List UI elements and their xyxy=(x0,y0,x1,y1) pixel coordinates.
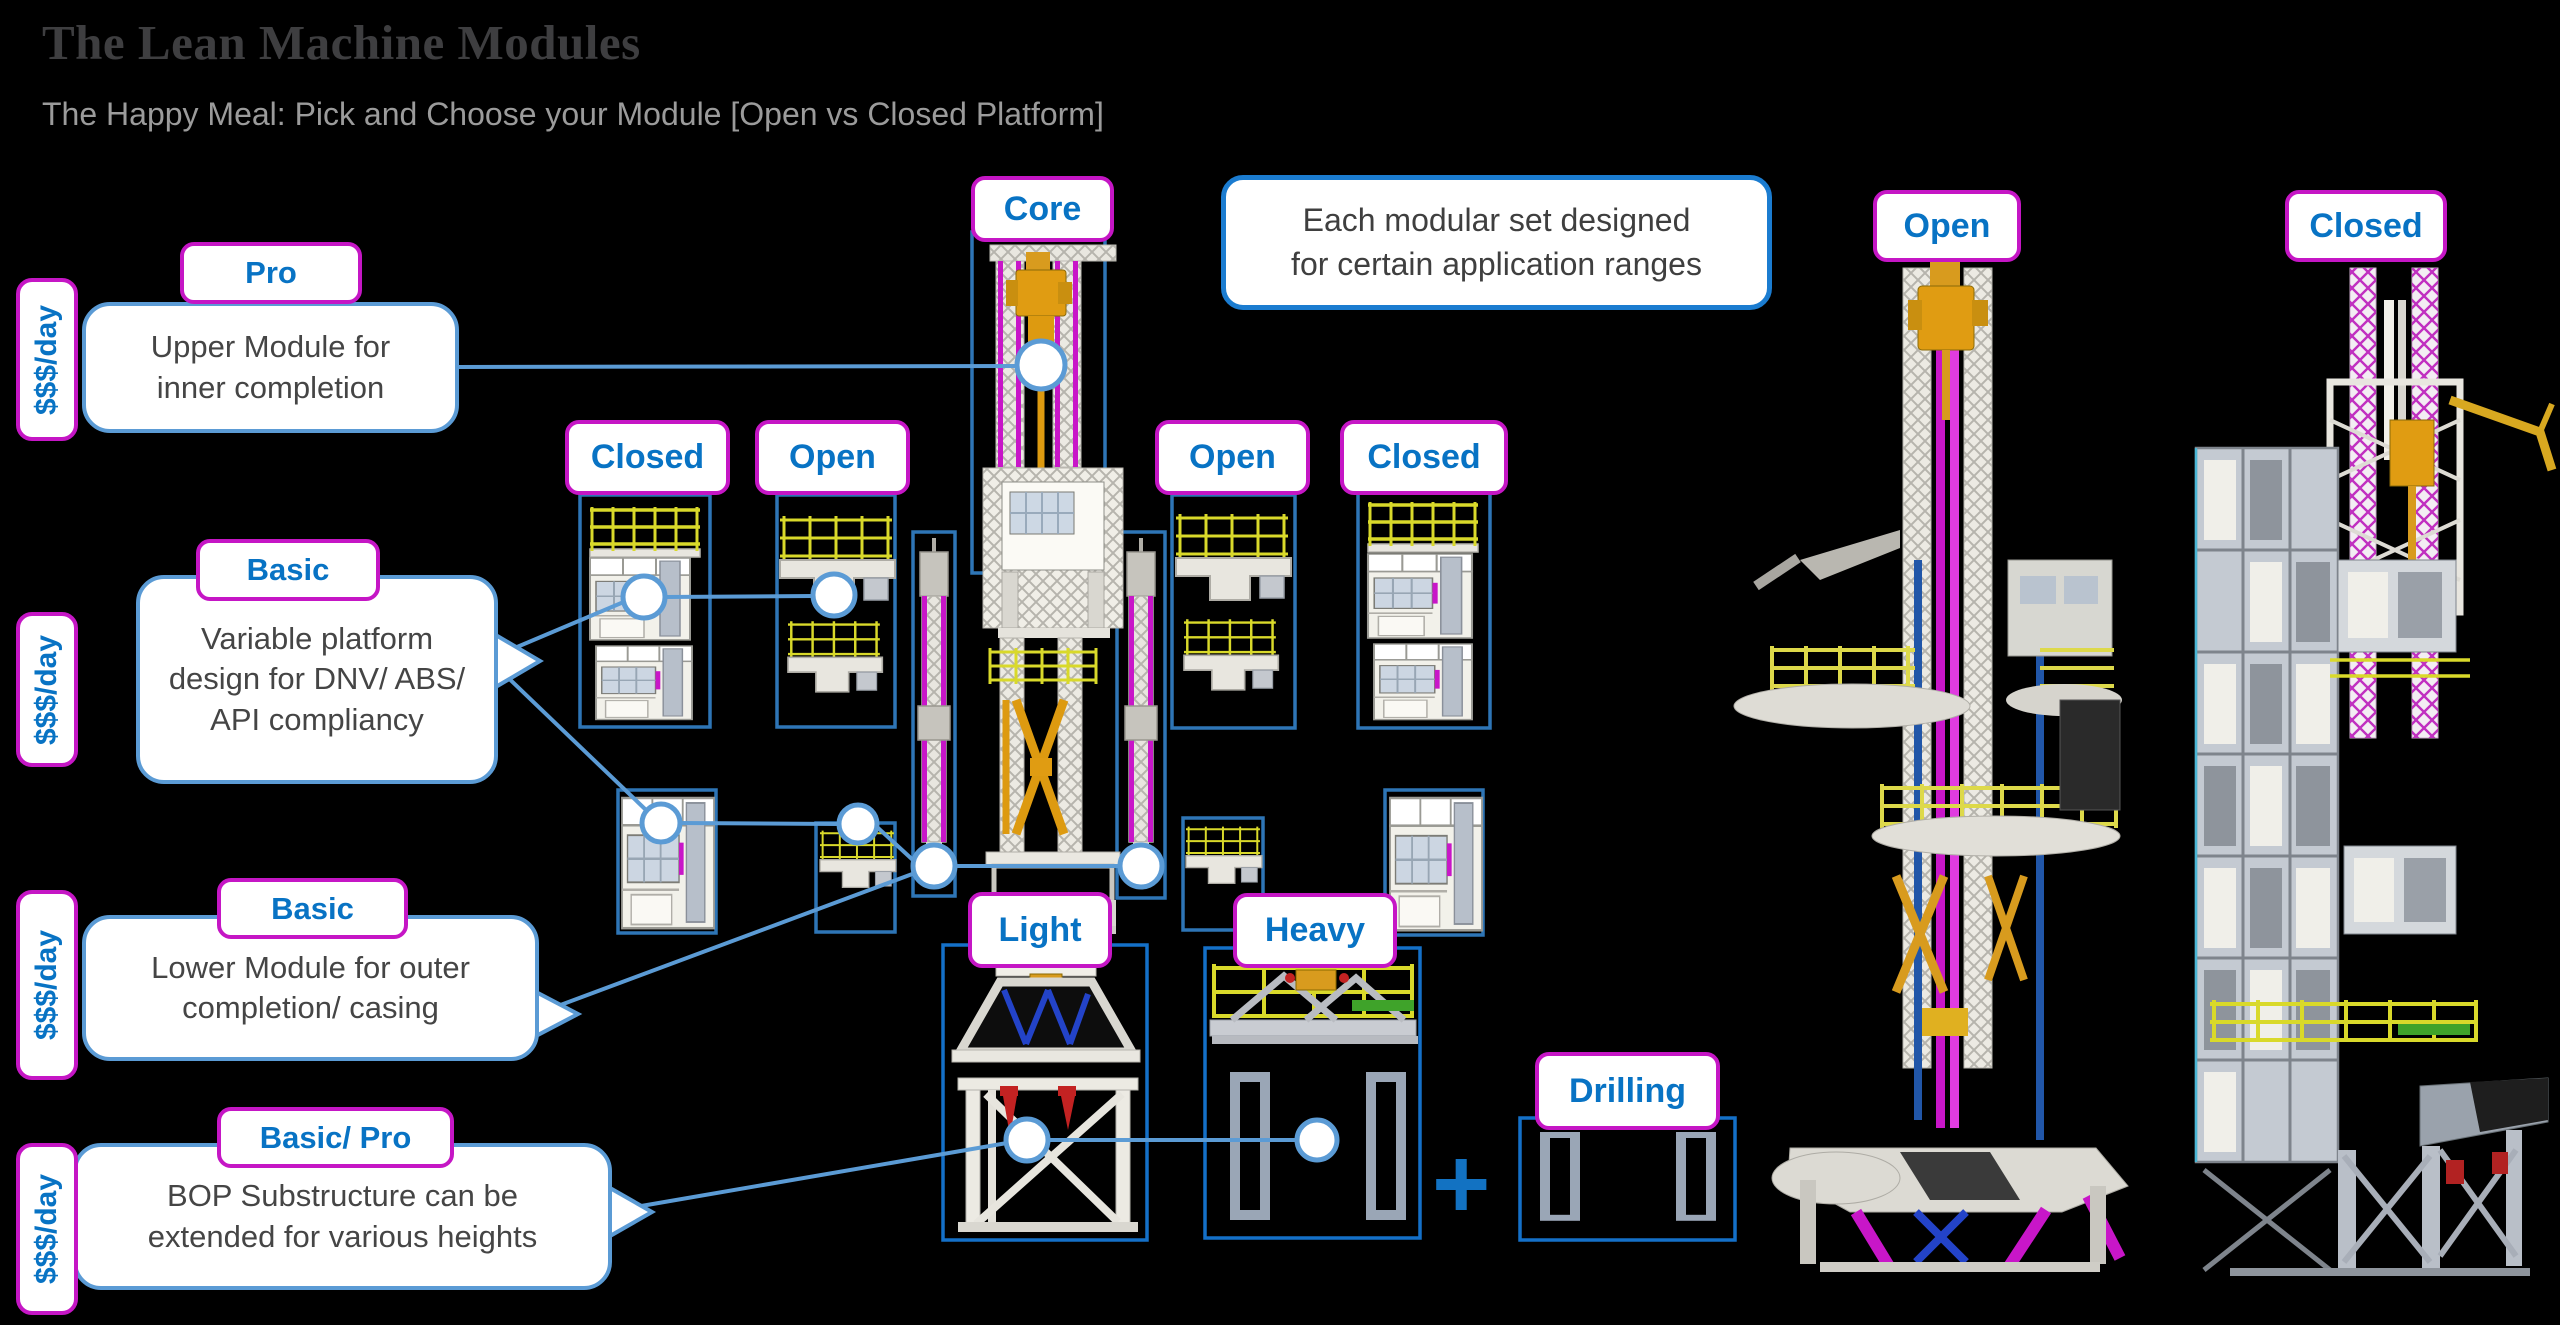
callout-bop-substructure: BOP Substructure can be extended for var… xyxy=(73,1143,612,1290)
label-drilling: Drilling xyxy=(1535,1052,1720,1130)
closed-rig-illustration xyxy=(2194,267,2557,1276)
price-tag-4: $$$/day xyxy=(16,1143,78,1315)
drilling-substructure-illustration xyxy=(1545,1135,1711,1218)
open-rig-illustration xyxy=(1733,262,2129,1272)
label-heavy: Heavy xyxy=(1233,893,1397,968)
label-rig-open: Open xyxy=(1873,190,2021,262)
label-mid-right-closed: Closed xyxy=(1340,420,1508,495)
callout-variable-platform: Variable platform design for DNV/ ABS/ A… xyxy=(136,575,498,784)
heavy-substructure-illustration xyxy=(1209,964,1418,1215)
guide-column-right xyxy=(1123,536,1159,856)
module-outline-boxes xyxy=(578,230,1737,1242)
plus-sign: + xyxy=(1432,1128,1491,1240)
price-tag-1: $$$/day xyxy=(16,278,78,441)
page-title: The Lean Machine Modules xyxy=(42,15,641,70)
label-rig-closed: Closed xyxy=(2285,190,2447,262)
guide-column-left xyxy=(916,536,952,856)
connector-nodes xyxy=(620,338,1340,1164)
label-light: Light xyxy=(968,892,1112,968)
price-tag-2: $$$/day xyxy=(16,612,78,767)
callout-tag-basic-pro: Basic/ Pro xyxy=(217,1107,454,1168)
callout-upper-module: Upper Module for inner completion xyxy=(82,302,459,433)
page-subtitle: The Happy Meal: Pick and Choose your Mod… xyxy=(42,96,1104,132)
connector-lines xyxy=(458,364,1297,1213)
info-box: Each modular set designed for certain ap… xyxy=(1221,175,1772,310)
label-mid-left-open: Open xyxy=(755,420,910,495)
callout-tag-basic-2: Basic xyxy=(217,878,408,939)
label-mid-left-closed: Closed xyxy=(565,420,730,495)
callout-tag-pro: Pro xyxy=(180,242,362,304)
callout-tag-basic-1: Basic xyxy=(196,539,380,601)
light-substructure-illustration xyxy=(951,961,1141,1232)
label-core: Core xyxy=(971,176,1114,242)
price-tag-3: $$$/day xyxy=(16,890,78,1080)
label-mid-right-open: Open xyxy=(1155,420,1310,495)
